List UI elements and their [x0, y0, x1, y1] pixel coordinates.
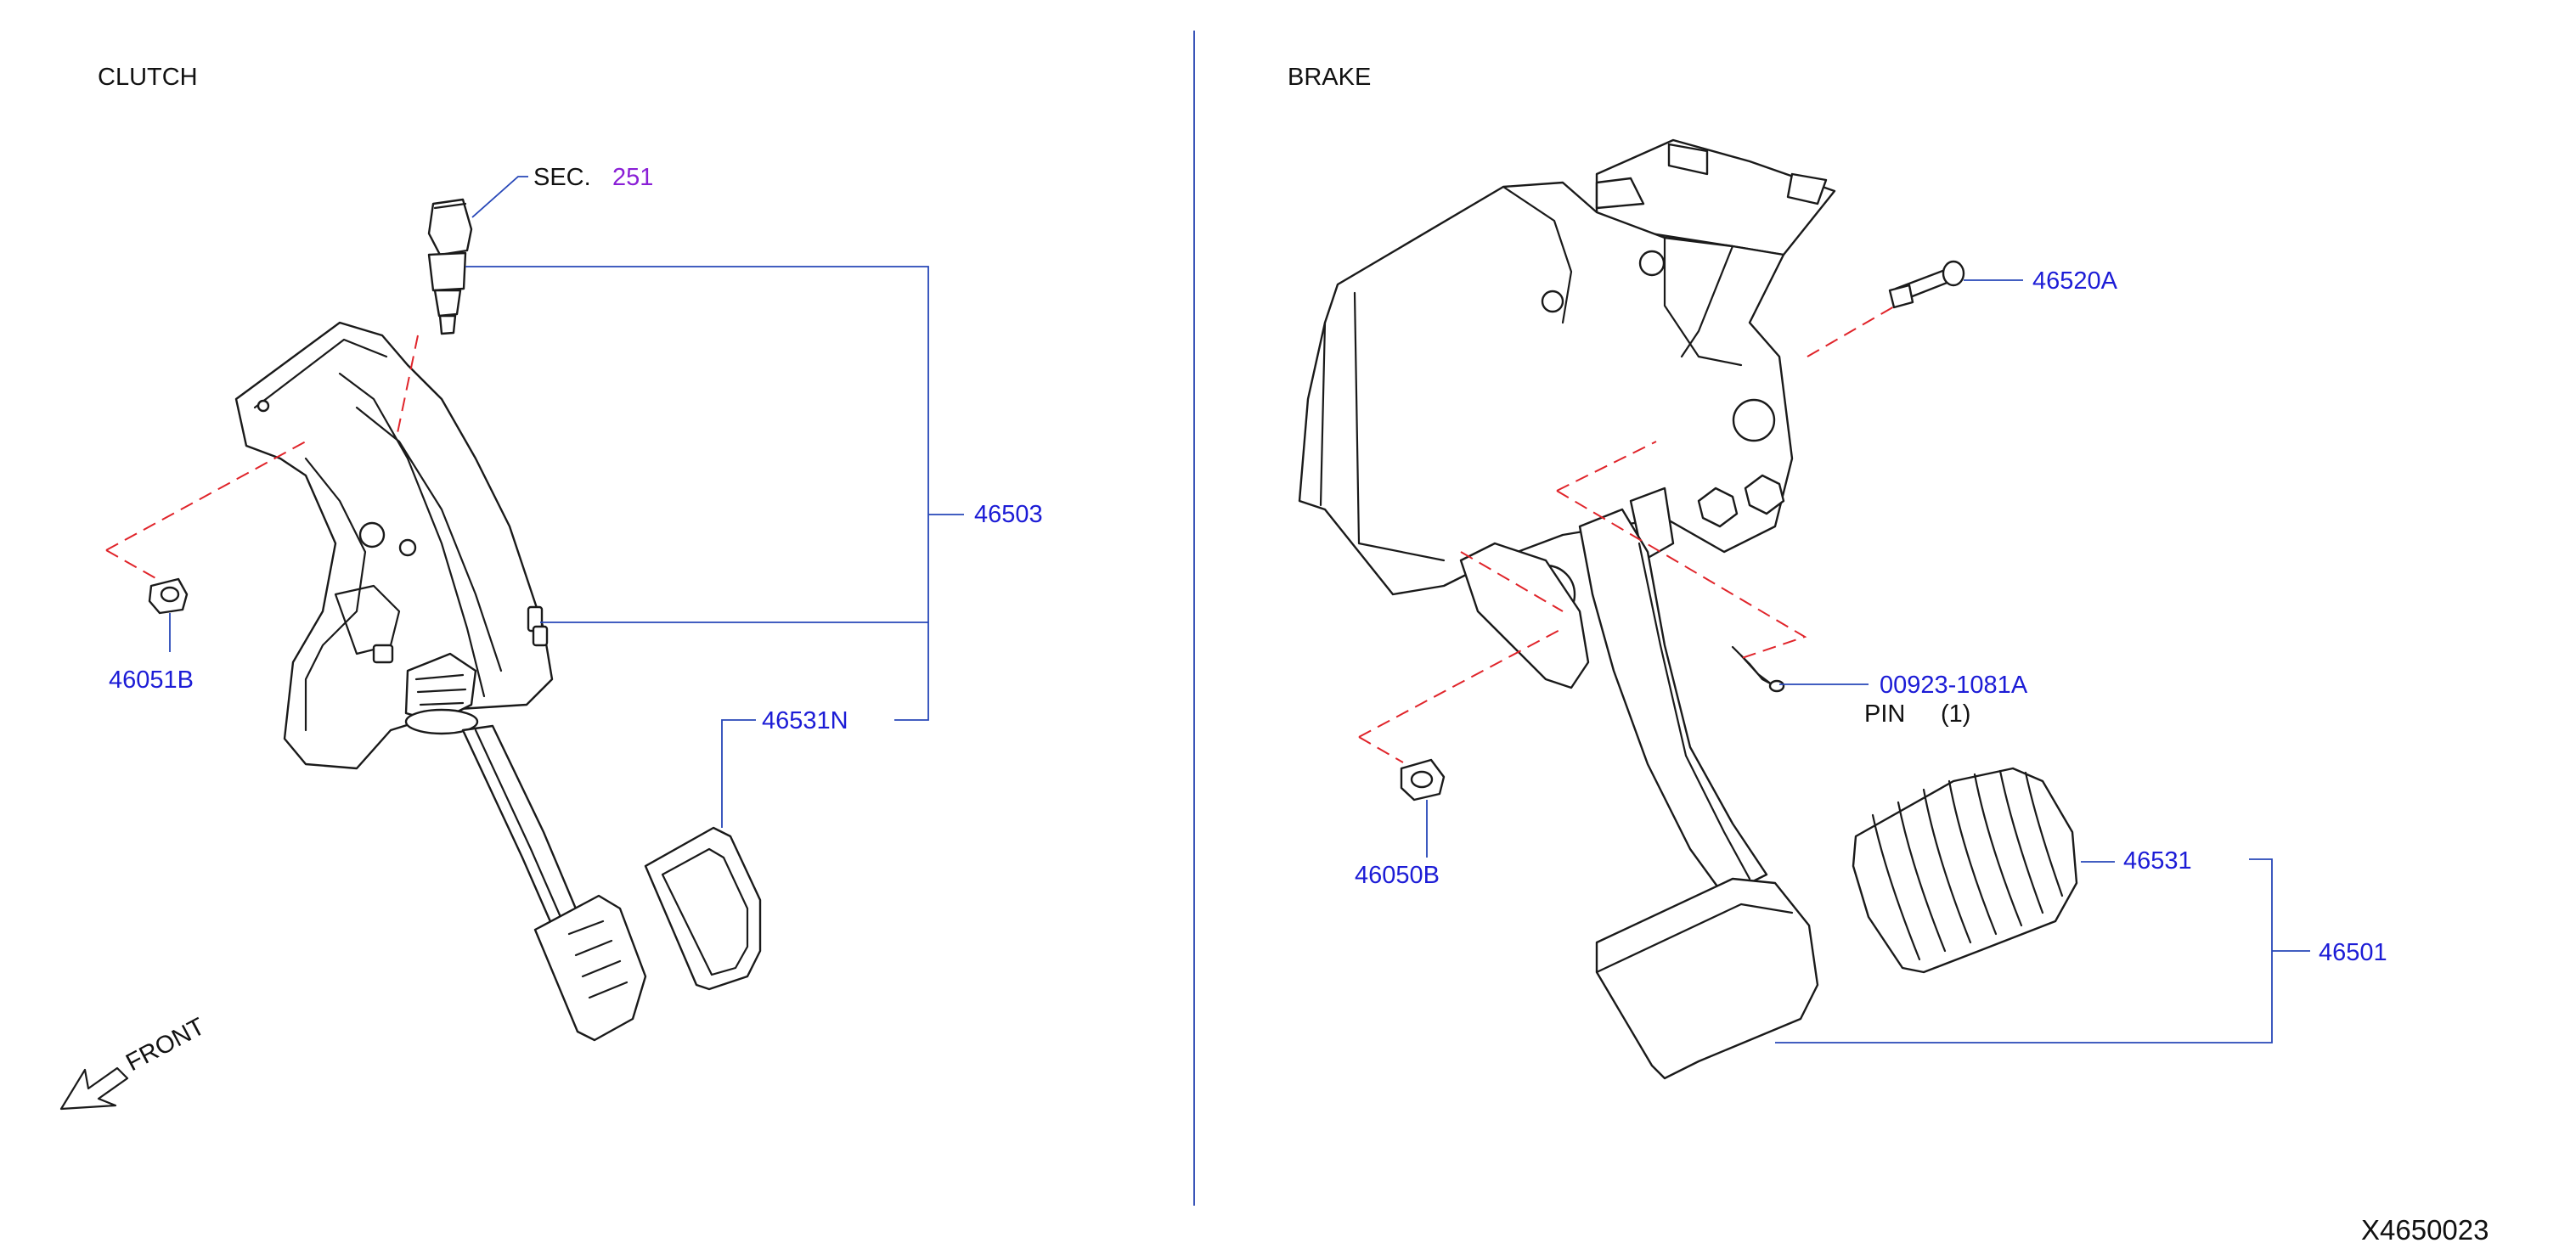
pin-quantity-label: (1): [1941, 700, 1970, 728]
brake-assembly-line-bushing-b: [1358, 736, 1404, 763]
callout-46503[interactable]: 46503: [974, 501, 1043, 528]
callout-46050B[interactable]: 46050B: [1355, 862, 1440, 889]
leader-sec-251: [471, 176, 528, 218]
pin-name-label: PIN: [1864, 700, 1905, 728]
brake-section-title: BRAKE: [1288, 64, 1371, 91]
brake-cotter-pin: [1731, 645, 1785, 693]
brake-bushing: [1400, 758, 1446, 802]
clutch-assembly-line-bushing: [105, 441, 307, 551]
brake-assembly-line-bolt: [1807, 305, 1897, 357]
brake-assembly-line-pivot: [1460, 551, 1564, 612]
leader-46503-top: [465, 266, 929, 721]
clutch-section-title: CLUTCH: [98, 64, 198, 91]
brake-bolt: [1888, 260, 1965, 309]
clutch-assembly-line-switch: [397, 335, 419, 434]
leader-46531N: [721, 719, 756, 828]
brake-pedal-assembly: [1298, 138, 1836, 1080]
callout-46531N[interactable]: 46531N: [762, 707, 848, 734]
brake-assembly-line-pin-a: [1556, 441, 1657, 492]
brake-assembly-line-bushing: [1358, 627, 1564, 738]
sec-prefix-label: SEC.: [533, 164, 591, 191]
callout-46520A[interactable]: 46520A: [2032, 267, 2118, 295]
callout-46051B[interactable]: 46051B: [109, 667, 194, 694]
callout-00923-1081A[interactable]: 00923-1081A: [1880, 672, 2028, 699]
diagram-id: X4650023: [2361, 1214, 2489, 1246]
clutch-assembly-line-bushing-b: [105, 549, 158, 580]
front-label: FRONT: [121, 1013, 209, 1077]
sec-number-link[interactable]: 251: [612, 164, 653, 191]
callout-46531[interactable]: 46531: [2123, 847, 2192, 875]
clutch-pedal-pad: [644, 826, 762, 991]
clutch-bushing: [148, 577, 189, 615]
front-arrow-icon: [59, 1066, 129, 1111]
brake-assembly-line-pin-b: [1556, 490, 1807, 660]
callout-46501[interactable]: 46501: [2319, 939, 2387, 966]
clutch-switch: [427, 198, 473, 335]
clutch-pedal-assembly: [234, 321, 647, 1042]
brake-pedal-pad: [1852, 767, 2078, 974]
